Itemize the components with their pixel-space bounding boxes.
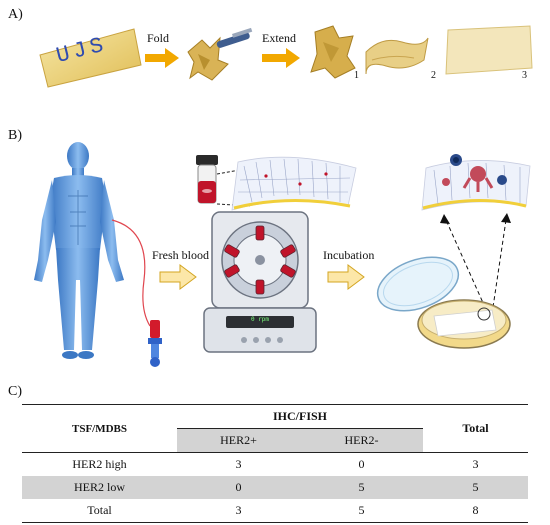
- table-cell: 5: [358, 480, 365, 494]
- panel-b-label: B): [8, 128, 22, 143]
- stage-number-3: 3: [522, 70, 527, 81]
- row-header-cell: TSF/MDBS: [22, 404, 177, 453]
- table-cell: 8: [423, 499, 528, 523]
- table-cell: 3: [423, 452, 528, 476]
- table-cell: 5: [300, 499, 423, 523]
- silk-stage-3-image: [445, 25, 533, 75]
- stage-number-1: 1: [354, 70, 359, 81]
- table-cell: 3: [177, 499, 300, 523]
- table-cell: 0: [300, 452, 423, 476]
- centrifuge-image: [203, 211, 317, 353]
- extend-arrow-icon: [262, 48, 300, 68]
- zoom-arrows: [440, 213, 511, 315]
- fiber-mesh-image: [231, 156, 357, 211]
- syringe-icon: [148, 320, 162, 367]
- table-row: Total 3 5 8: [22, 499, 528, 523]
- subheader-her2-negative: HER2-: [300, 428, 423, 453]
- table-cell: 5: [472, 480, 479, 494]
- silk-film-tag: [39, 28, 142, 88]
- table-row: HER2 high 3 0 3: [22, 452, 528, 476]
- fold-label: Fold: [147, 31, 170, 45]
- results-table: TSF/MDBS IHC/FISH Total HER2+ HER2- HER2…: [22, 404, 528, 523]
- row-label: Total: [22, 499, 177, 523]
- folded-silk-image: [187, 27, 253, 81]
- subheader-her2-positive: HER2+: [177, 428, 300, 453]
- fresh-blood-label: Fresh blood: [152, 248, 209, 262]
- panel-c-label: C): [8, 384, 22, 399]
- stage-number-2: 2: [431, 70, 436, 81]
- total-header-cell: Total: [423, 404, 528, 453]
- table-cell: 0: [235, 480, 242, 494]
- table-header-row: TSF/MDBS IHC/FISH Total: [22, 404, 528, 453]
- incubation-label: Incubation: [323, 248, 375, 262]
- panel-a-label: A): [8, 7, 23, 22]
- petri-dish-image: [376, 256, 511, 349]
- incubation-arrow-icon: [327, 264, 365, 290]
- blood-tube-line: [111, 219, 151, 327]
- group-header-cell: IHC/FISH: [177, 404, 423, 429]
- table-row: HER2 low 0 5 5: [22, 476, 528, 499]
- captured-cells-mesh-image: [421, 154, 531, 211]
- row-label: HER2 low: [74, 480, 125, 494]
- table-subheader-row: HER2+ HER2-: [22, 428, 528, 453]
- silk-stage-1-image: [310, 25, 356, 79]
- blood-vial-icon: [196, 155, 218, 204]
- centrifuge-display: 0 rpm: [250, 316, 270, 323]
- table-cell: 3: [177, 452, 300, 476]
- fresh-blood-arrow-icon: [159, 264, 197, 290]
- human-body-image: [34, 142, 124, 359]
- extend-label: Extend: [262, 31, 296, 45]
- silk-stage-2-image: [365, 37, 429, 75]
- fold-arrow-icon: [145, 48, 179, 68]
- row-label: HER2 high: [22, 452, 177, 476]
